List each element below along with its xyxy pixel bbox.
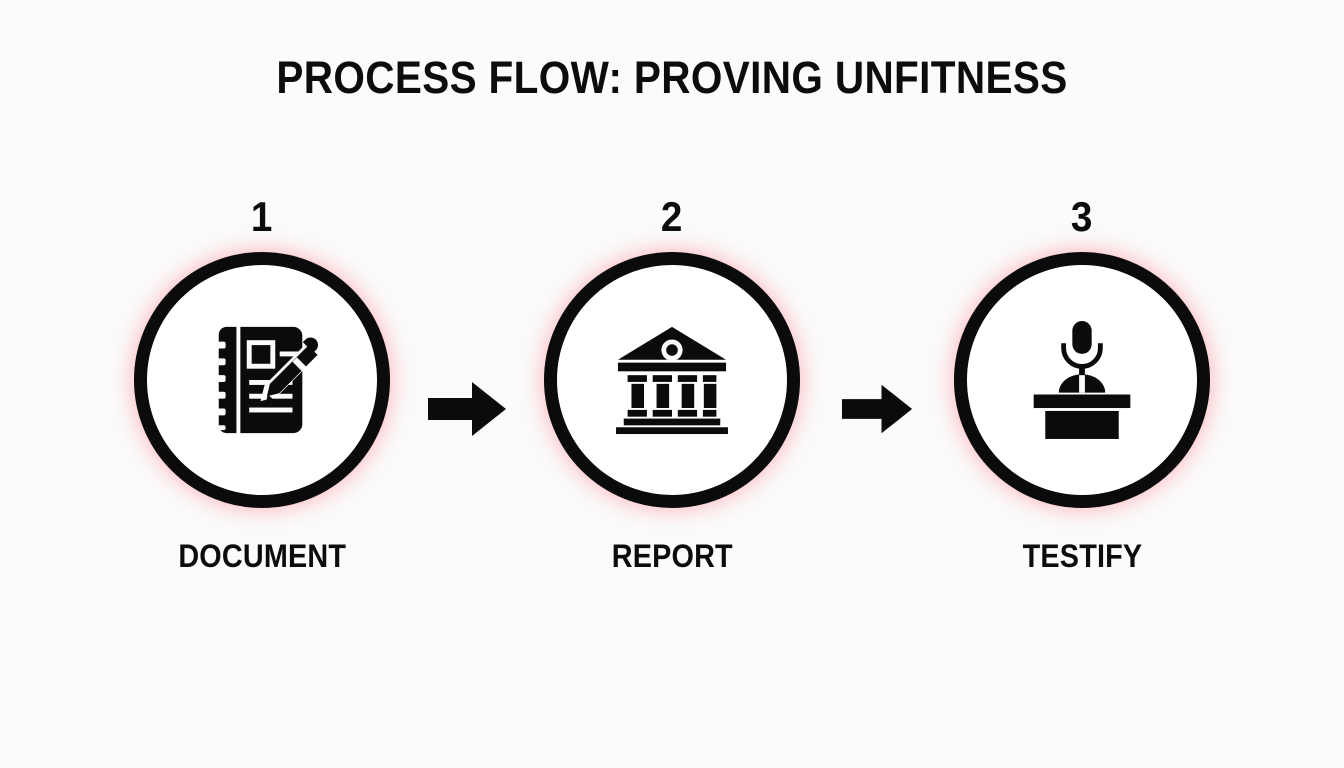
step-circle-2[interactable] <box>544 252 800 508</box>
step-number-1: 1 <box>251 193 273 240</box>
process-step-3[interactable]: 3 <box>932 196 1232 616</box>
process-step-1[interactable]: 1 <box>112 196 412 616</box>
step-circle-wrap-1 <box>128 246 396 514</box>
step-circle-wrap-2 <box>538 246 806 514</box>
step-circle-3[interactable] <box>954 252 1210 508</box>
notebook-pencil-icon <box>199 317 325 443</box>
arrow-right-icon <box>412 196 522 616</box>
step-label-3: TESTIFY <box>1022 538 1142 574</box>
process-step-2[interactable]: 2 <box>522 196 822 616</box>
step-circle-1[interactable] <box>134 252 390 508</box>
courthouse-icon <box>609 317 735 443</box>
page-title: PROCESS FLOW: PROVING UNFITNESS <box>276 52 1068 103</box>
step-number-2: 2 <box>661 193 683 240</box>
step-label-2: REPORT <box>611 538 733 574</box>
witness-podium-microphone-icon <box>1019 317 1145 443</box>
arrow-right-icon <box>822 196 932 616</box>
process-flow-row: 1 <box>0 196 1344 616</box>
step-label-1: DOCUMENT <box>178 538 346 574</box>
step-circle-wrap-3 <box>948 246 1216 514</box>
step-number-3: 3 <box>1071 193 1093 240</box>
